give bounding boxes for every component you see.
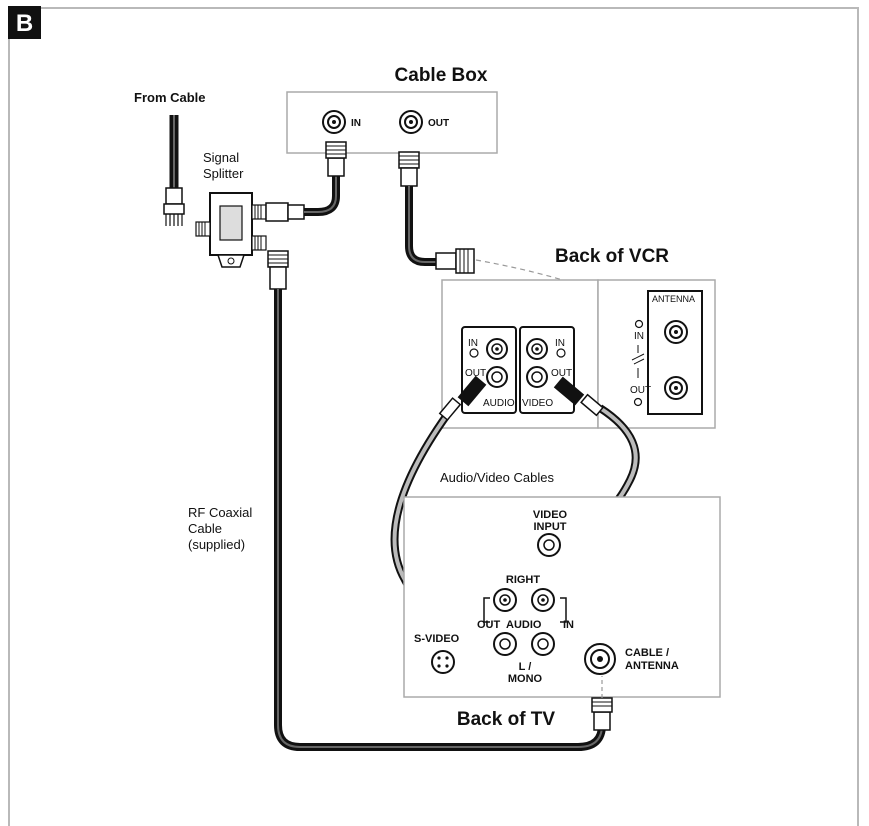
signal-splitter — [195, 192, 267, 268]
vcr-antenna-divider-icon — [631, 345, 645, 378]
tv-audio-out-right-jack — [493, 588, 517, 612]
coax-splitter-to-cablebox — [265, 141, 347, 222]
vcr-audio-label: AUDIO — [483, 398, 515, 409]
tv-audio-out-label: OUT — [477, 619, 501, 631]
vcr-audio-in-jack — [486, 338, 508, 360]
rf-cable-label-line2: Cable — [188, 521, 222, 536]
tv-audio-label: AUDIO — [506, 619, 542, 631]
cable-box-in-label: IN — [351, 118, 361, 129]
tv-title: Back of TV — [457, 709, 556, 730]
vcr-antenna-out-arrow-icon — [633, 397, 643, 407]
tv-svideo-label: S-VIDEO — [414, 633, 460, 645]
vcr-antenna-in-jack — [664, 320, 688, 344]
vcr-audio-out-jack — [486, 366, 508, 388]
cable-box-out-label: OUT — [428, 118, 449, 129]
tv-l-mono-label-1: L / — [519, 661, 532, 673]
tv-video-input-jack — [537, 533, 561, 557]
section-badge-label: B — [16, 10, 33, 37]
vcr-antenna-out-jack — [664, 376, 688, 400]
tv-cable-antenna-label-2: ANTENNA — [625, 660, 679, 672]
section-badge — [8, 6, 41, 39]
cable-box-out-jack — [399, 110, 423, 134]
av-cables-label: Audio/Video Cables — [440, 470, 554, 485]
rf-coax-cable — [267, 250, 613, 751]
vcr-video-out-jack — [526, 366, 548, 388]
vcr-video-in-label: IN — [555, 338, 565, 349]
vcr-audio-out-label: OUT — [465, 368, 486, 379]
tv-l-mono-label-2: MONO — [508, 673, 543, 685]
tv-svideo-jack — [431, 650, 455, 674]
incoming-cable — [163, 115, 185, 226]
vcr-antenna-in-arrow-icon — [634, 319, 644, 329]
tv-video-input-label-1: VIDEO — [533, 509, 568, 521]
splitter-label-line1: Signal — [203, 150, 239, 165]
diagram-frame — [8, 7, 859, 826]
vcr-audio-in-label: IN — [468, 338, 478, 349]
vcr-title: Back of VCR — [555, 246, 669, 267]
tv-cable-antenna-label-1: CABLE / — [625, 647, 669, 659]
from-cable-label: From Cable — [134, 90, 206, 105]
vcr-video-out-label: OUT — [551, 368, 572, 379]
rf-cable-label-line3: (supplied) — [188, 537, 245, 552]
tv-panel — [403, 496, 721, 698]
tv-audio-bracket — [483, 597, 567, 623]
vcr-video-in-arrow-icon — [556, 348, 566, 358]
cable-box-panel — [286, 91, 498, 154]
vcr-video-label: VIDEO — [522, 398, 553, 409]
vcr-antenna-out-label: OUT — [630, 385, 651, 396]
tv-audio-in-label: IN — [563, 619, 574, 631]
tv-audio-out-left-jack — [493, 632, 517, 656]
tv-audio-in-right-jack — [531, 588, 555, 612]
tv-audio-in-left-jack — [531, 632, 555, 656]
cable-box-in-jack — [322, 110, 346, 134]
tv-right-label: RIGHT — [506, 574, 541, 586]
vcr-antenna-in-label: IN — [634, 331, 644, 342]
vcr-video-in-jack — [526, 338, 548, 360]
cable-box-title: Cable Box — [395, 65, 488, 86]
rf-cable-label-line1: RF Coaxial — [188, 505, 252, 520]
vcr-audio-in-arrow-icon — [469, 348, 479, 358]
coax-cablebox-to-vcr — [398, 151, 666, 329]
tv-cable-antenna-jack — [584, 643, 616, 675]
tv-video-input-label-2: INPUT — [534, 521, 567, 533]
splitter-label-line2: Splitter — [203, 166, 244, 181]
vcr-antenna-label: ANTENNA — [652, 294, 695, 304]
